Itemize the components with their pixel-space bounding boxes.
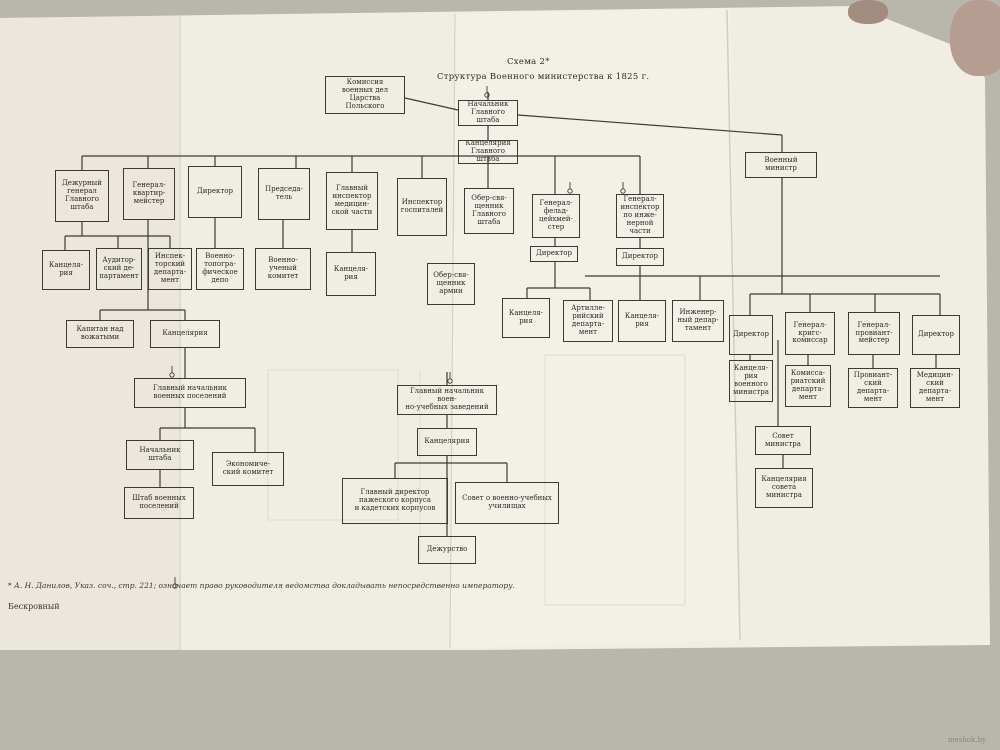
box-prov-dept: Провиант- ский департа- мент	[848, 368, 898, 408]
box-canc-art: Канцеля- рия	[502, 298, 550, 338]
box-ober-army: Обер-свя- щенник армии	[427, 263, 475, 305]
box-med-dept: Медицин- ский департа- мент	[910, 368, 960, 408]
box-auditor: Аудитор- ский де- партамент	[96, 248, 142, 290]
box-chancellery-staff: Канцелярия Главного штаба	[458, 140, 518, 164]
box-director-topo: Директор	[188, 166, 242, 218]
author-name: Бескровный	[8, 602, 60, 611]
watermark: meshok.by	[948, 736, 986, 744]
box-canc-q: Канцелярия	[150, 320, 220, 348]
box-comm-dept: Комисса- риатский департа- мент	[785, 365, 831, 407]
box-dir-eng: Директор	[616, 248, 664, 266]
box-feldzeugmeister: Генерал- фельд- цейхмей- стер	[532, 194, 580, 238]
box-dir-art: Директор	[530, 246, 578, 262]
scheme-label: Схема 2*	[507, 57, 550, 67]
box-chief-staff: Начальник Главного штаба	[458, 100, 518, 126]
box-edu-chief: Главный начальник воен- но-учебных завед…	[397, 385, 497, 415]
box-captain: Капитан над вожатыми	[66, 320, 134, 348]
finger-shadow	[848, 0, 888, 24]
footnote: * А. Н. Данилов, Указ. соч., стр. 221; о…	[8, 581, 515, 590]
box-inspector-dept: Инспек- торский департа- мент	[148, 248, 192, 290]
thumb-shadow	[950, 0, 1000, 76]
box-canc-council: Канцелярия совета министра	[755, 468, 813, 508]
box-gen-proviant: Генерал- провиант- мейстер	[848, 312, 900, 355]
box-duty-general: Дежурный генерал Главного штаба	[55, 170, 109, 222]
box-canc-min: Канцеля- рия военного министра	[729, 360, 773, 402]
box-topo-depot: Военно- топогра- фическое депо	[196, 248, 244, 290]
box-sci-committee: Военно- ученый комитет	[255, 248, 311, 290]
box-med-inspector: Главный инспектор медицин- ской части	[326, 172, 378, 230]
box-dir-med: Директор	[912, 315, 960, 355]
box-canc-med: Канцеля- рия	[326, 252, 376, 296]
box-staff-settlements: Штаб военных поселений	[124, 487, 194, 519]
box-canc-eng: Канцеля- рия	[618, 300, 666, 342]
box-gen-kriegs: Генерал- кригс- комиссар	[785, 312, 835, 355]
box-page-director: Главный директор пажеского корпуса и кад…	[342, 478, 448, 524]
box-quartermaster: Генерал- квартир- мейстер	[123, 168, 175, 220]
box-canc-duty: Канцеля- рия	[42, 250, 90, 290]
box-ober-chief-staff: Обер-свя- щенник Главного штаба	[464, 188, 514, 234]
box-duty-office: Дежурство	[418, 536, 476, 564]
box-econ-committee: Экономиче- ский комитет	[212, 452, 284, 486]
box-eng-dept: Инженер- ный депар- тамент	[672, 300, 724, 342]
box-canc-edu: Канцелярия	[417, 428, 477, 456]
box-commission: Комиссия военных дел Царства Польского	[325, 76, 405, 114]
box-edu-council: Совет о военно-учебных училищах	[455, 482, 559, 524]
box-minister: Военный министр	[745, 152, 817, 178]
diagram-title: Структура Военного министерства к 1825 г…	[437, 72, 650, 82]
box-chairman: Председа- тель	[258, 168, 310, 220]
box-eng-inspector: Генерал- инспектор по инже- нерной части	[616, 194, 664, 238]
box-council-min: Совет министра	[755, 426, 811, 455]
box-settlements: Главный начальник военных поселений	[134, 378, 246, 408]
box-art-dept: Артилле- рийский департа- мент	[563, 300, 613, 342]
box-chief-of-staff: Начальник штаба	[126, 440, 194, 470]
box-hosp-inspector: Инспектор госпиталей	[397, 178, 447, 236]
box-dir-min: Директор	[729, 315, 773, 355]
